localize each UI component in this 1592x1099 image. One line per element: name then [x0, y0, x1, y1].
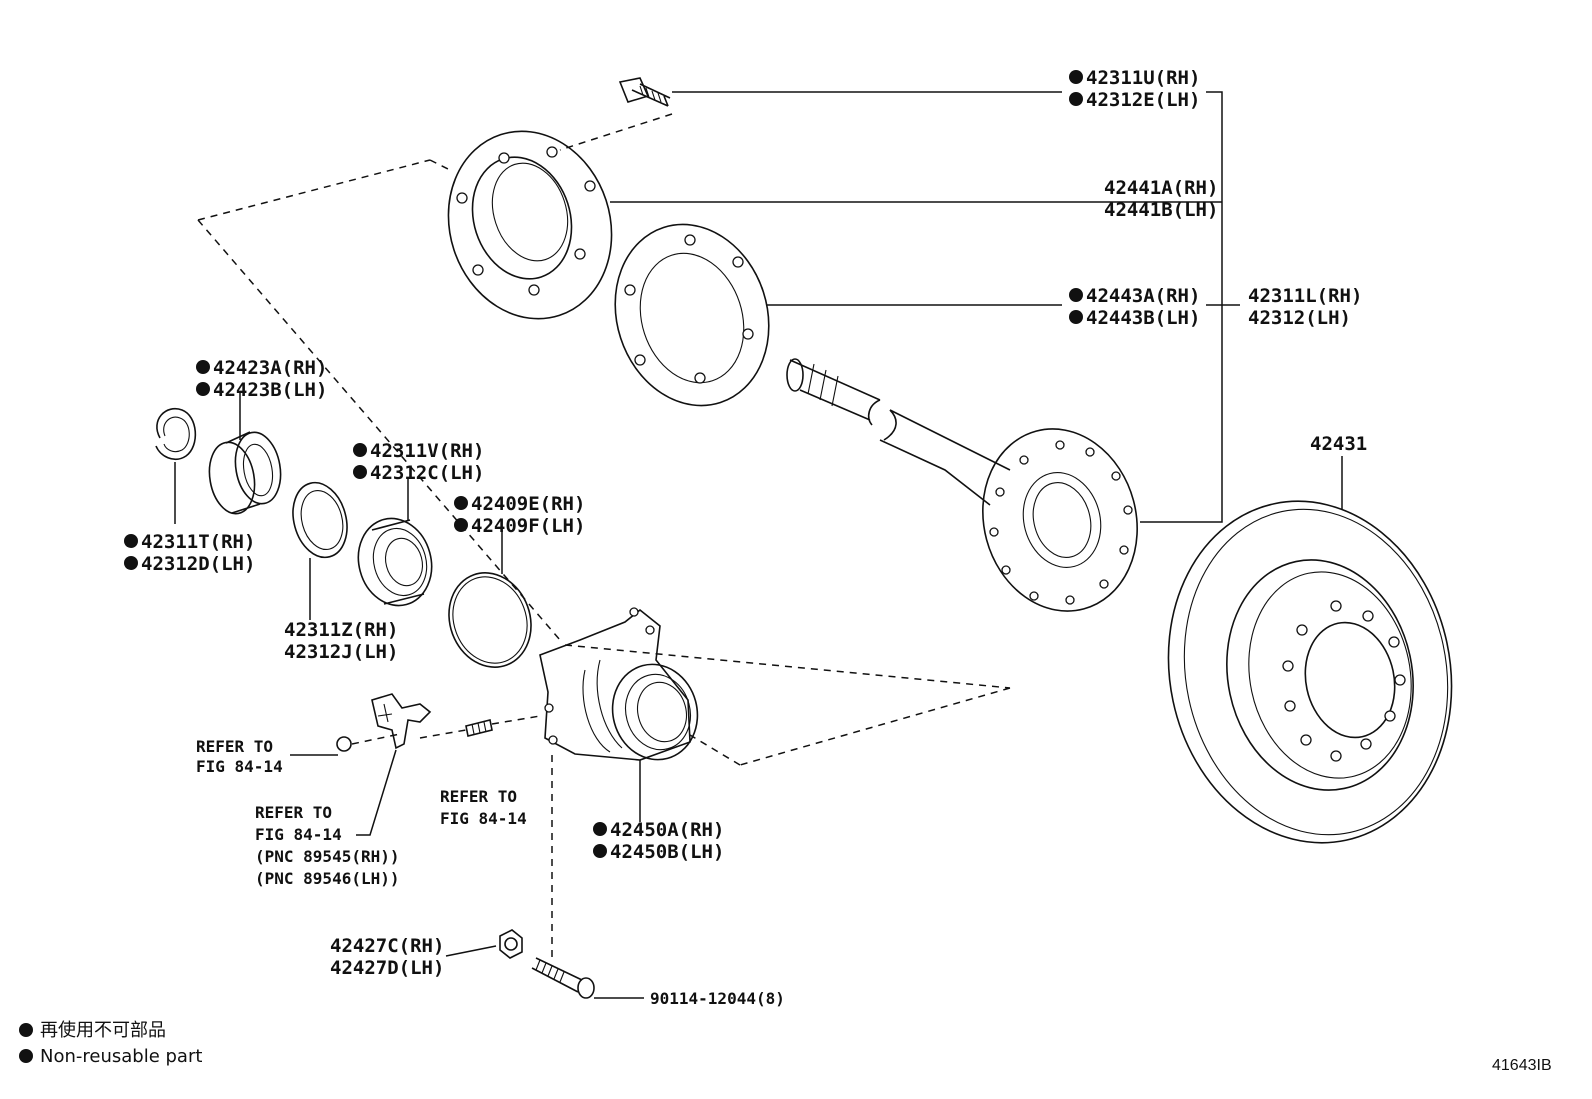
legend-english: Non-reusable part	[40, 1046, 202, 1067]
figure-code: 41643IB	[1492, 1057, 1552, 1074]
hub-bolt-part	[559, 77, 673, 151]
callout-42312c: 42312C(LH)	[370, 462, 484, 484]
callout-42431: 42431	[1310, 433, 1367, 455]
bearing-part	[208, 431, 282, 515]
callout-42311l: 42311L(RH)	[1248, 285, 1362, 307]
callout-42443b: 42443B(LH)	[1086, 307, 1200, 329]
callout-42450b: 42450B(LH)	[610, 841, 724, 863]
callout-42311t: 42311T(RH)	[141, 531, 255, 553]
hub-bearing-part	[539, 607, 699, 761]
callout-42312d: 42312D(LH)	[141, 553, 255, 575]
hub-bolt-bottom-part	[531, 755, 595, 999]
callout-refer-3-line-a: REFER TO	[440, 787, 517, 806]
bearing-retainer-part	[447, 130, 613, 320]
stud-part	[419, 715, 541, 739]
callout-42312: 42312(LH)	[1248, 307, 1351, 329]
o-ring-part	[448, 572, 532, 668]
snap-ring-part	[155, 407, 197, 461]
callout-42312j: 42312J(LH)	[284, 641, 398, 663]
callout-refer-2-line-b: FIG 84-14	[255, 825, 342, 844]
lock-nut-part	[499, 929, 523, 959]
legend-japanese: 再使用不可部品	[40, 1020, 166, 1041]
spacer-ring-part	[292, 481, 348, 559]
callout-90114: 90114-12044(8)	[650, 989, 785, 1008]
callout-42443a: 42443A(RH)	[1086, 285, 1200, 307]
callout-42311z: 42311Z(RH)	[284, 619, 398, 641]
speed-sensor-part	[336, 693, 432, 752]
callout-pnc-lh: (PNC 89546(LH))	[255, 869, 400, 888]
callout-42409e: 42409E(RH)	[471, 493, 585, 515]
callout-42311v: 42311V(RH)	[370, 440, 484, 462]
callout-42450a: 42450A(RH)	[610, 819, 724, 841]
callout-42441a: 42441A(RH)	[1104, 177, 1218, 199]
callout-pnc-rh: (PNC 89545(RH))	[255, 847, 400, 866]
callout-refer-3-line-b: FIG 84-14	[440, 809, 527, 828]
callout-refer-2-line-a: REFER TO	[255, 803, 332, 822]
brake-disc-part	[1167, 500, 1453, 844]
axle-shaft-part	[786, 358, 1138, 612]
callout-42409f: 42409F(LH)	[471, 515, 585, 537]
callout-42312e: 42312E(LH)	[1086, 89, 1200, 111]
non-reusable-bullets	[19, 70, 1083, 1063]
callout-refer-1-line-b: FIG 84-14	[196, 757, 283, 776]
leader-lines	[174, 91, 1343, 999]
callout-42311u: 42311U(RH)	[1086, 67, 1200, 89]
callout-refer-1-line-a: REFER TO	[196, 737, 273, 756]
callout-42423a: 42423A(RH)	[213, 357, 327, 379]
callout-42441b: 42441B(LH)	[1104, 199, 1218, 221]
oil-seal-part	[357, 517, 433, 607]
callout-42423b: 42423B(LH)	[213, 379, 327, 401]
callout-42427d: 42427D(LH)	[330, 957, 444, 979]
gasket-part	[614, 223, 770, 407]
callout-42427c: 42427C(RH)	[330, 935, 444, 957]
assembly-boundary	[197, 159, 1011, 766]
